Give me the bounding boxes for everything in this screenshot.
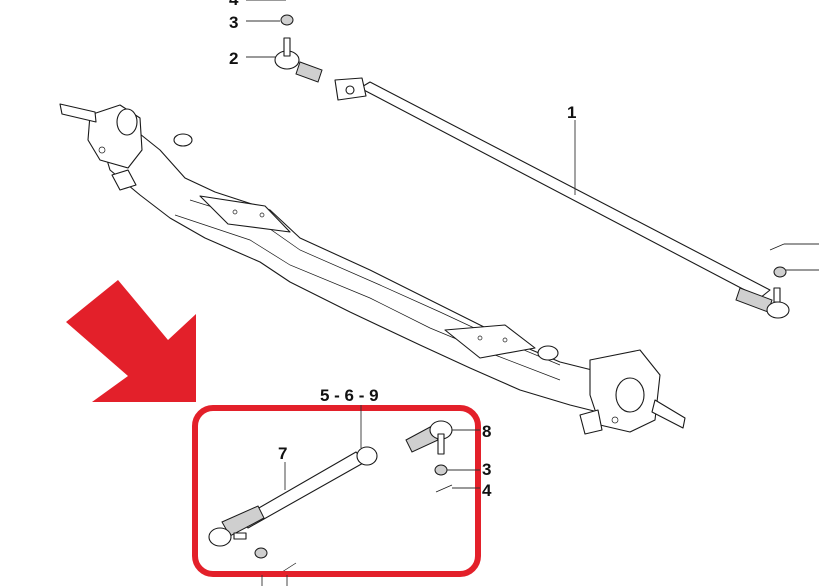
drag-link-detail [208, 446, 378, 573]
tie-rod-assembly [334, 77, 790, 319]
ball-joint-top [274, 14, 323, 83]
callout-3-top: 3 [229, 13, 238, 32]
front-axle-beam [59, 103, 686, 435]
callout-5-6-9: 5 - 6 - 9 [320, 386, 379, 405]
red-arrow-icon [66, 280, 196, 402]
callout-1: 1 [567, 103, 576, 122]
callout-4-detail: 4 [482, 481, 492, 500]
leader-lines [246, 0, 819, 586]
ball-joint-detail [405, 420, 453, 493]
callout-8: 8 [482, 422, 491, 441]
callout-4-top: 4 [229, 0, 239, 9]
callout-3-detail: 3 [482, 460, 491, 479]
callout-7: 7 [278, 444, 287, 463]
highlight-box [192, 405, 481, 577]
callout-2: 2 [229, 49, 238, 68]
